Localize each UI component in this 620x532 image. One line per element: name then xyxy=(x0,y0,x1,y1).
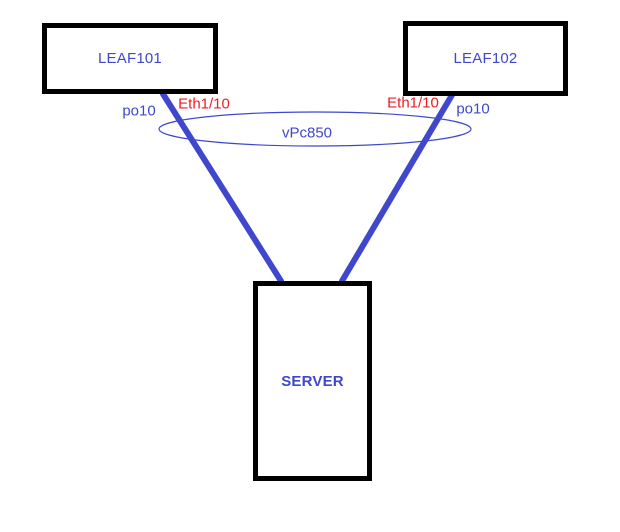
right-port-channel-label: po10 xyxy=(456,100,490,118)
right-interface-label: Eth1/10 xyxy=(387,94,439,112)
link-leaf101-server xyxy=(160,91,284,284)
server-label: SERVER xyxy=(281,372,344,390)
link-leaf102-server xyxy=(339,92,455,284)
leaf101-node: LEAF101 xyxy=(42,23,218,94)
leaf102-label: LEAF102 xyxy=(453,50,518,67)
left-interface-label: Eth1/10 xyxy=(178,95,230,113)
vpc-label: vPc850 xyxy=(281,124,333,142)
leaf101-label: LEAF101 xyxy=(98,50,162,67)
left-port-channel-label: po10 xyxy=(122,102,156,120)
vpc-ellipse xyxy=(158,111,472,147)
server-node: SERVER xyxy=(253,281,372,481)
leaf102-node: LEAF102 xyxy=(403,21,568,96)
